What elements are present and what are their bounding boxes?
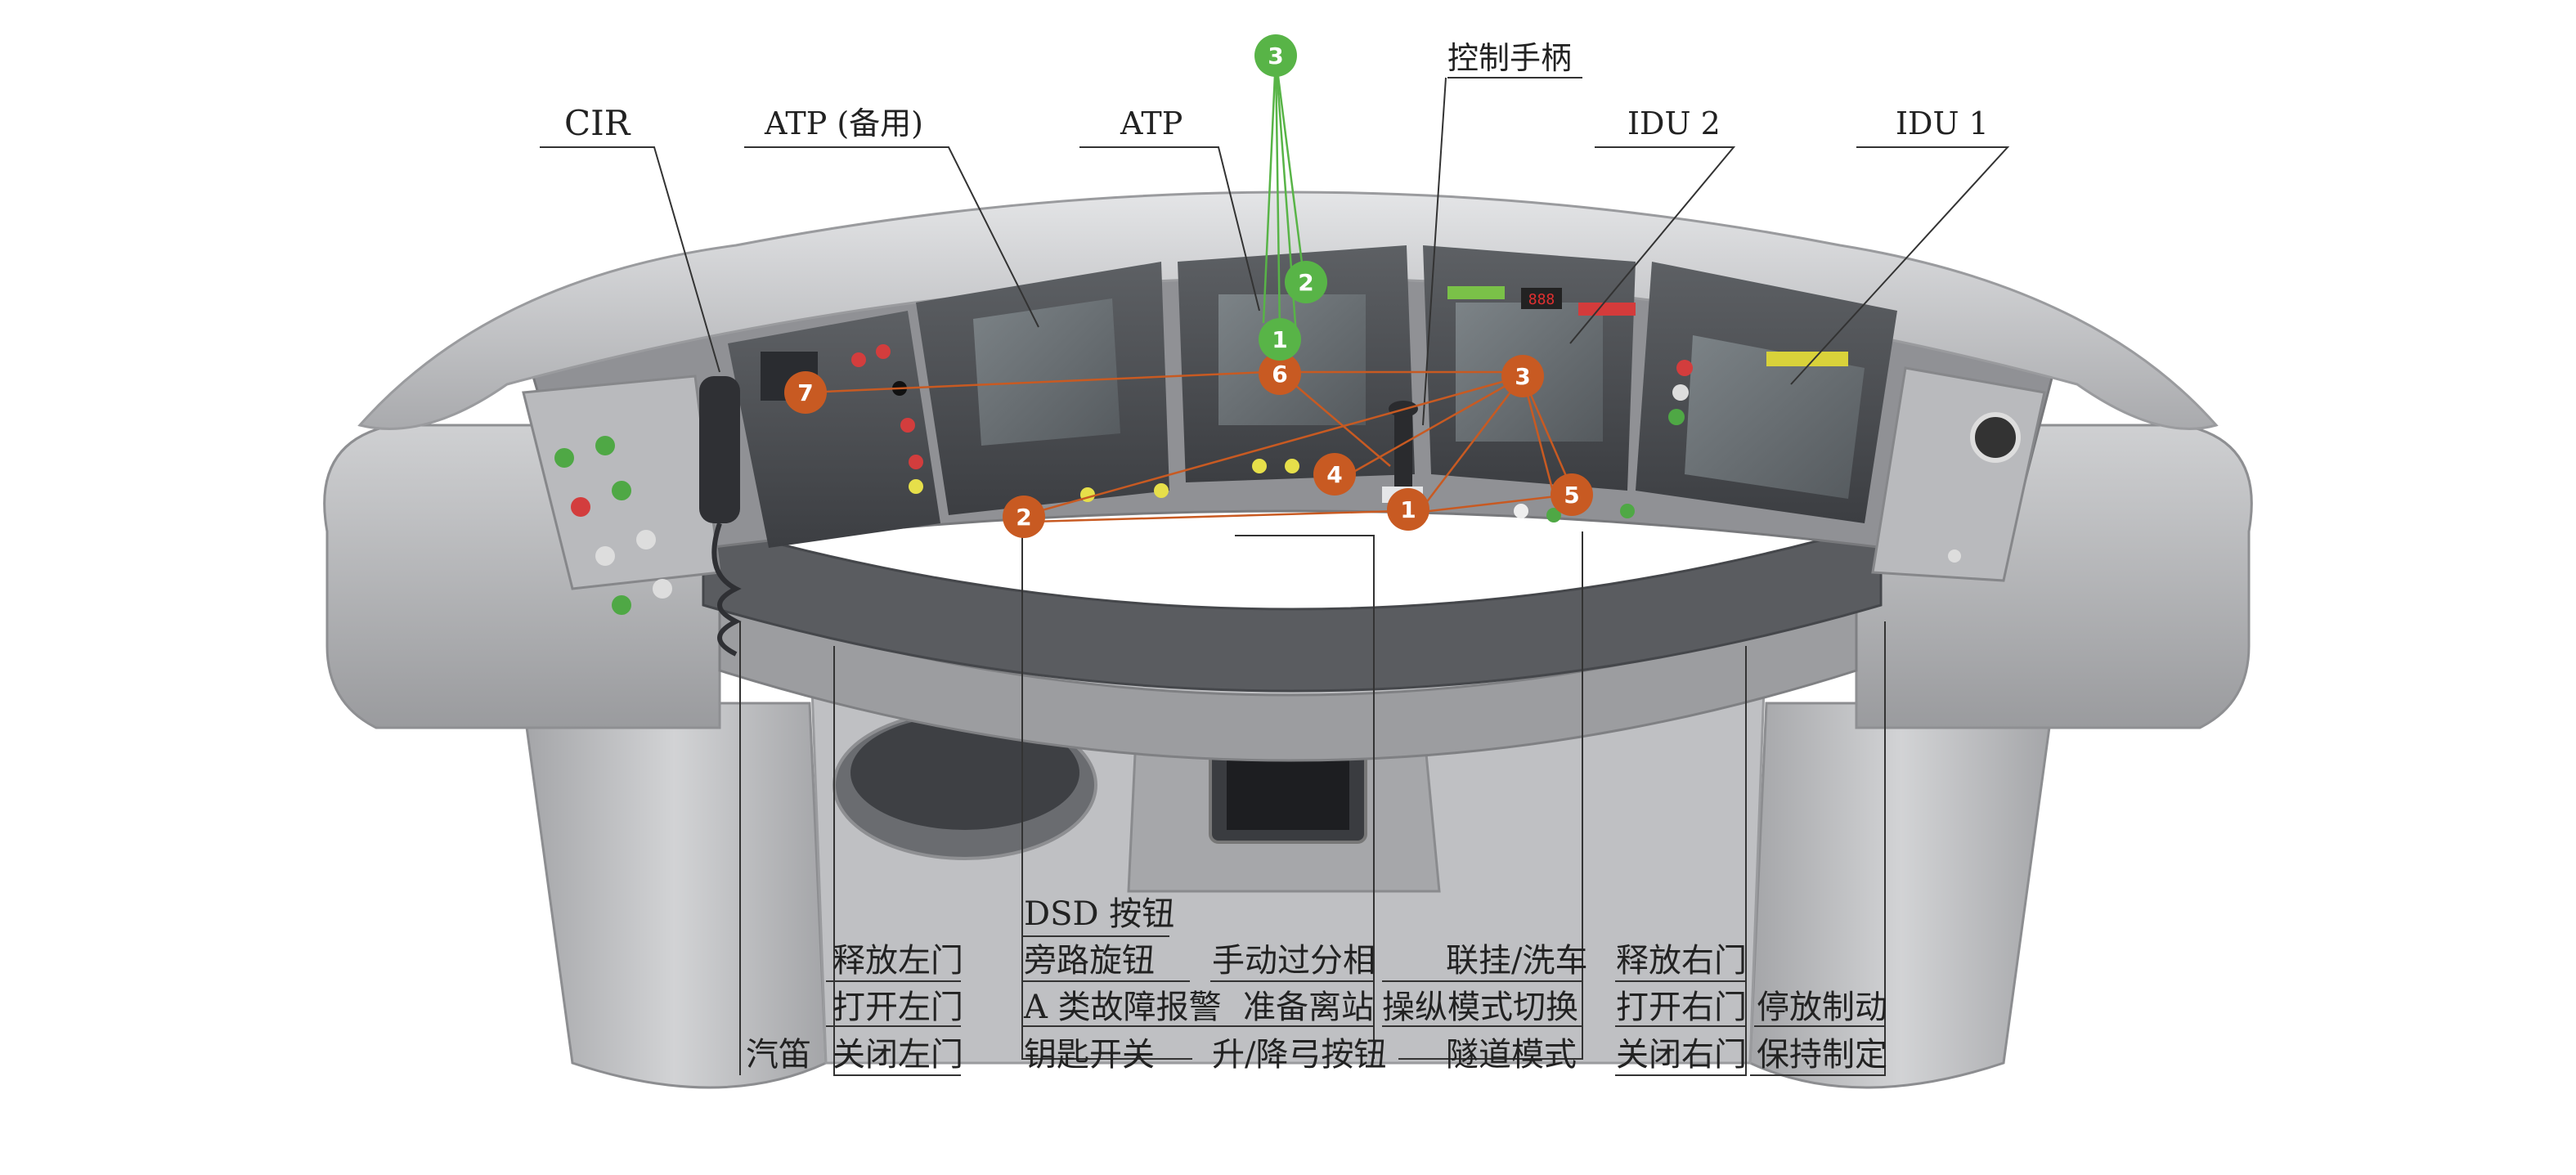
marker-green-2-text: 2 [1298, 269, 1313, 296]
marker-orange-7-text: 7 [797, 379, 813, 406]
label-mode-switch: 操纵模式切换 [1382, 989, 1578, 1026]
callout-connectors-orange [805, 370, 1576, 523]
label-hold-brake: 保持制定 [1757, 1036, 1887, 1074]
marker-green-3-text: 3 [1268, 43, 1283, 70]
cir-handset [699, 376, 742, 657]
label-horn: 汽笛 [746, 1036, 811, 1074]
marker-orange-2: 2 [1003, 496, 1045, 538]
marker-orange-3: 3 [1501, 355, 1544, 397]
panel-atp-backup [916, 262, 1169, 515]
label-bypass-knob: 旁路旋钮 [1024, 942, 1155, 980]
label-close-right-door: 关闭右门 [1616, 1036, 1747, 1074]
panel-idu1 [1636, 262, 1897, 523]
marker-green-3: 3 [1254, 34, 1297, 77]
label-dsd-button: DSD 按钮 [1024, 895, 1175, 933]
label-idu2: IDU 2 [1627, 105, 1721, 141]
label-atp: ATP [1120, 105, 1183, 141]
label-open-left-door: 打开左门 [832, 989, 963, 1026]
label-coupling-washing: 联挂/洗车 [1446, 942, 1588, 980]
marker-green-1-text: 1 [1272, 326, 1287, 353]
marker-orange-5: 5 [1551, 473, 1593, 516]
leader-lines [540, 77, 2010, 1076]
label-key-switch: 钥匙开关 [1024, 1036, 1155, 1074]
label-release-right-door: 释放右门 [1616, 942, 1747, 980]
idu2-display-readout: 888 [1528, 291, 1555, 308]
markers: 1 2 3 4 5 6 7 1 [784, 34, 1593, 538]
marker-orange-4: 4 [1313, 453, 1356, 496]
marker-orange-2-text: 2 [1016, 504, 1031, 531]
marker-orange-1: 1 [1387, 488, 1429, 531]
label-ready-to-depart: 准备离站 [1243, 989, 1374, 1026]
marker-orange-6: 6 [1259, 352, 1301, 395]
label-open-right-door: 打开右门 [1616, 989, 1747, 1026]
marker-orange-6-text: 6 [1272, 361, 1287, 388]
label-pantograph-button: 升/降弓按钮 [1212, 1036, 1387, 1074]
label-tunnel-mode: 隧道模式 [1446, 1036, 1577, 1074]
marker-orange-1-text: 1 [1400, 496, 1416, 523]
marker-green-1: 1 [1259, 318, 1301, 361]
label-manual-phase-split: 手动过分相 [1212, 942, 1376, 980]
label-parking-brake: 停放制动 [1757, 989, 1887, 1026]
marker-green-2: 2 [1285, 261, 1327, 303]
indicator-lights [554, 344, 2021, 615]
label-close-left-door: 关闭左门 [832, 1036, 963, 1074]
label-atp-backup: ATP (备用) [765, 105, 924, 141]
label-control-handle: 控制手柄 [1447, 40, 1573, 76]
label-idu1: IDU 1 [1896, 105, 1989, 141]
label-class-a-fault-alarm: A 类故障报警 [1024, 989, 1222, 1026]
label-release-left-door: 释放左门 [832, 942, 963, 980]
label-cir: CIR [564, 103, 631, 143]
marker-orange-5-text: 5 [1564, 482, 1579, 509]
marker-orange-4-text: 4 [1326, 461, 1342, 488]
marker-orange-7: 7 [784, 371, 827, 414]
marker-orange-3-text: 3 [1515, 363, 1530, 390]
